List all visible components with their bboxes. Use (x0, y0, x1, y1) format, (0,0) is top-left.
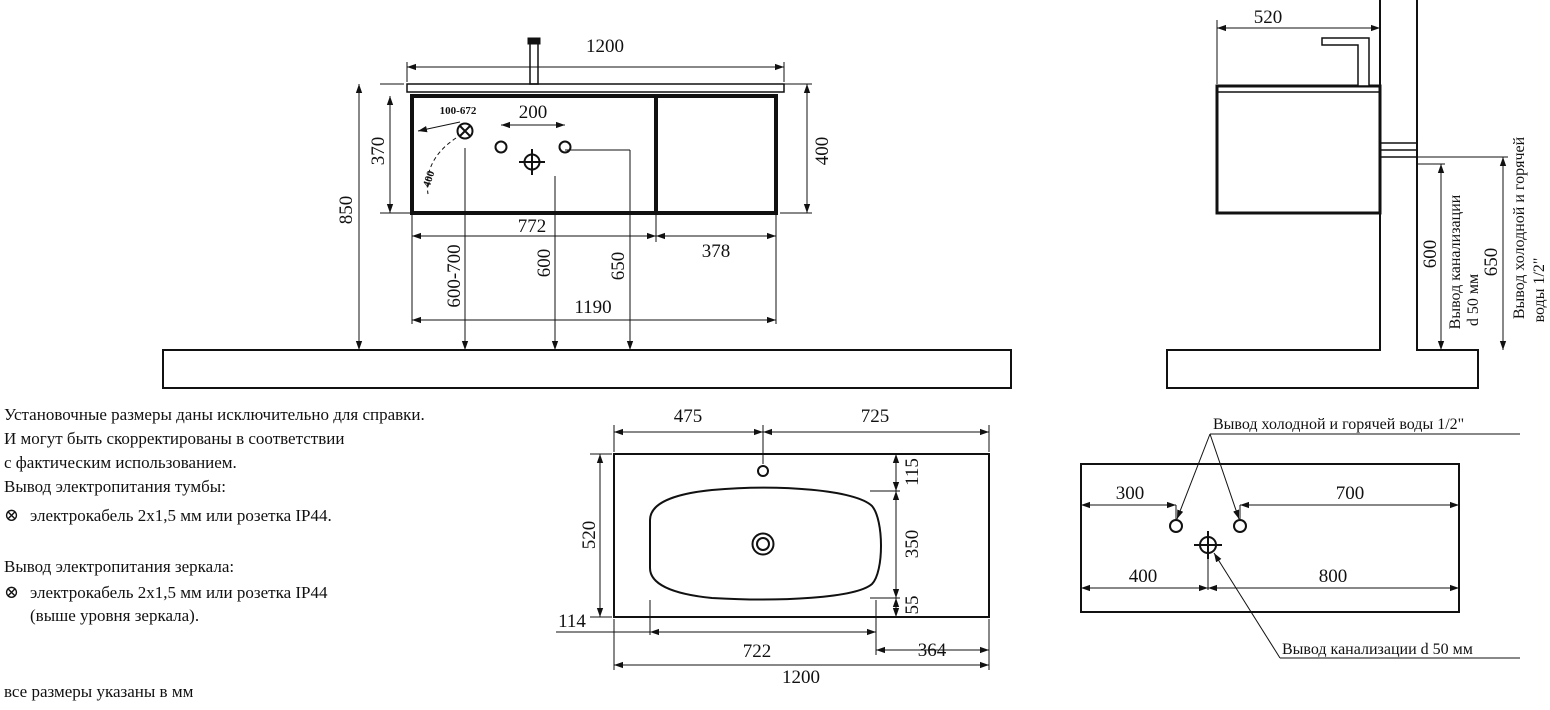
label-520-top: 520 (579, 521, 600, 550)
note-mirror-power-2: (выше уровня зеркала). (30, 606, 200, 625)
cabinet-body (410, 94, 778, 215)
label-side-drain-diameter: d 50 мм (1465, 274, 1482, 326)
label-722: 722 (743, 641, 772, 662)
mirror-power-text: электрокабель 2х1,5 мм или розетка IP44 (30, 583, 328, 602)
wall-floor-side (1166, 0, 1479, 389)
wall-view (1080, 433, 1520, 659)
wall-water-right (1233, 519, 1247, 533)
label-700: 700 (1336, 483, 1365, 504)
water-hole-left (494, 140, 508, 154)
leader-water-right (1209, 433, 1240, 520)
label-300: 300 (1116, 483, 1145, 504)
basin-bowl (649, 486, 882, 601)
label-725: 725 (861, 406, 890, 427)
label-power-height: 600-700 (444, 244, 465, 307)
label-475: 475 (674, 406, 703, 427)
basin-drain-outer (751, 532, 775, 556)
note-mirror-title: Вывод электропитания зеркала: (4, 557, 235, 576)
label-door-378: 378 (702, 241, 731, 262)
label-350: 350 (902, 530, 923, 559)
countertop (406, 83, 785, 93)
basin-outline (613, 453, 990, 618)
dim-line-100-672 (417, 121, 461, 133)
label-width-1200: 1200 (586, 36, 624, 57)
label-800: 800 (1319, 566, 1348, 587)
note-mirror-power: ⊗ электрокабель 2х1,5 мм или розетка IP44 (4, 580, 328, 605)
cabinet-side (1215, 84, 1382, 215)
label-side-water-size: воды 1/2" (1531, 258, 1548, 323)
note-line-4: Вывод электропитания тумбы: (4, 477, 226, 496)
wall-drain-symbol (1194, 531, 1222, 559)
leader-water-left (1176, 433, 1211, 520)
water-hole-right (558, 140, 572, 154)
label-364: 364 (918, 640, 947, 661)
wall-view-labels: Вывод холодной и горячей воды 1/2" 300 7… (1116, 416, 1473, 658)
socket-icon: ⊗ (4, 505, 20, 525)
label-hole-spacing: 200 (519, 102, 548, 123)
front-view-labels: 1200 850 370 400 100-672 400 200 772 378… (336, 36, 833, 318)
label-depth-520: 520 (1254, 7, 1283, 28)
basin-top-view (556, 425, 990, 670)
label-socket-offset: 400 (421, 169, 438, 189)
faucet-hole-top (757, 465, 769, 477)
label-cabinet-1190: 1190 (574, 297, 611, 318)
front-view (162, 37, 1012, 389)
side-view-labels: 520 600 Вывод канализации d 50 мм 650 Вы… (1254, 7, 1548, 329)
faucet-front (527, 37, 541, 85)
label-drain-height: 600 (534, 249, 555, 278)
basin-drain-inner (756, 537, 770, 551)
note-line-2: И могут быть скорректированы в соответст… (4, 429, 345, 448)
floor (162, 349, 1012, 389)
note-cabinet-power: ⊗ электрокабель 2х1,5 мм или розетка IP44… (4, 503, 332, 528)
cabinet-power-text: электрокабель 2х1,5 мм или розетка IP44. (30, 506, 332, 525)
label-side-drain-600: 600 (1420, 240, 1441, 269)
label-cabinet-370: 370 (368, 137, 389, 166)
label-114: 114 (558, 611, 586, 632)
side-view (1166, 0, 1508, 389)
wall-water-left (1169, 519, 1183, 533)
label-water-height: 650 (608, 252, 629, 281)
socket-icon: ⊗ (4, 582, 20, 602)
label-55: 55 (902, 596, 923, 615)
leader-drain (1213, 552, 1281, 659)
pipe-side (1380, 142, 1417, 158)
label-side-drain: Вывод канализации (1447, 194, 1464, 329)
label-height-850: 850 (336, 196, 357, 225)
socket-icon-front (456, 122, 474, 140)
wall-outline (1080, 463, 1460, 613)
note-units: все размеры указаны в мм (4, 682, 194, 701)
label-1200-top: 1200 (782, 667, 820, 688)
label-drawer-772: 772 (518, 216, 547, 237)
label-side-water-650: 650 (1481, 248, 1502, 277)
basin-top-labels: 475 725 520 115 350 55 114 722 364 1200 (558, 406, 947, 688)
label-wall-water: Вывод холодной и горячей воды 1/2" (1213, 416, 1464, 433)
arc-400 (426, 137, 457, 195)
note-line-1: Установочные размеры даны исключительно … (4, 405, 425, 424)
label-side-water: Вывод холодной и горячей (1511, 136, 1528, 319)
label-socket-range: 100-672 (440, 105, 477, 117)
label-115: 115 (902, 458, 923, 486)
label-countertop-400: 400 (812, 137, 833, 166)
faucet-side (1321, 37, 1370, 87)
label-400-wall: 400 (1129, 566, 1158, 587)
drain-symbol-front (519, 149, 545, 175)
note-line-3: с фактическим использованием. (4, 453, 237, 472)
label-wall-drain: Вывод канализации d 50 мм (1282, 641, 1473, 658)
